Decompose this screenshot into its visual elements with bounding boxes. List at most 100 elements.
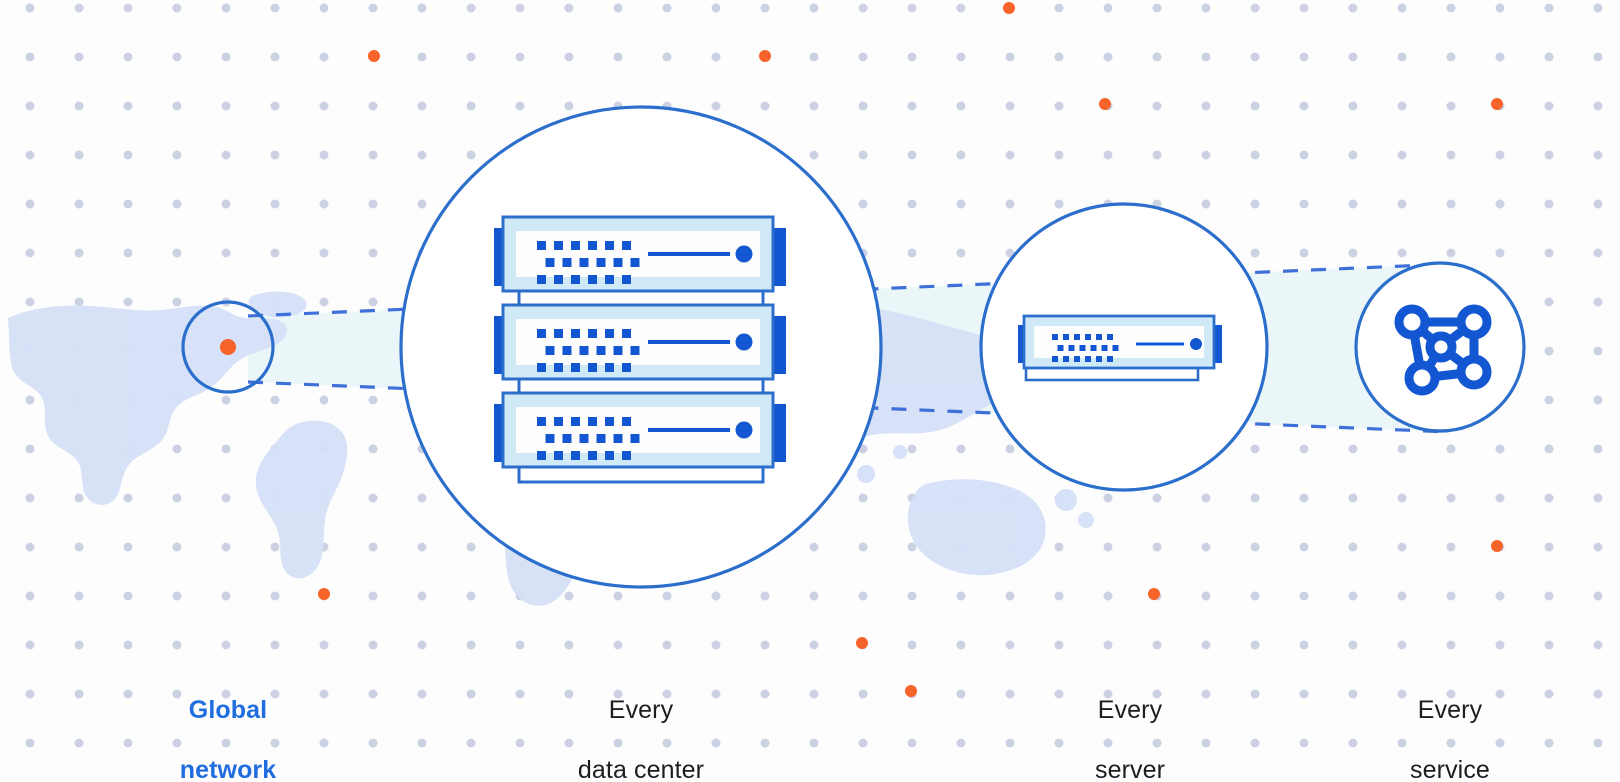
led-dot — [554, 329, 563, 338]
led-dot — [1063, 334, 1069, 340]
grid-dot-accent — [1099, 98, 1111, 110]
grid-dot — [221, 444, 231, 454]
grid-dot — [858, 738, 868, 748]
grid-dot — [515, 3, 525, 13]
grid-dot — [25, 395, 35, 405]
grid-dot — [270, 395, 280, 405]
led-dot — [596, 346, 606, 355]
grid-dot — [956, 689, 966, 699]
grid-dot — [1544, 150, 1554, 160]
grid-dot — [907, 640, 917, 650]
led-dot — [605, 329, 614, 338]
led-dot — [1068, 345, 1075, 351]
global-network-circle[interactable] — [181, 300, 275, 394]
grid-dot — [221, 591, 231, 601]
grid-dot — [1446, 689, 1456, 699]
grid-dot — [662, 591, 672, 601]
led-dot — [622, 451, 631, 460]
grid-dot — [74, 150, 84, 160]
grid-dot — [858, 150, 868, 160]
led-dot — [622, 329, 631, 338]
led-dot — [588, 363, 597, 372]
grid-dot — [1348, 591, 1358, 601]
grid-dot — [564, 640, 574, 650]
led-dot — [1090, 345, 1097, 351]
grid-dot — [1152, 689, 1162, 699]
grid-dot — [466, 52, 476, 62]
grid-dot — [1299, 199, 1309, 209]
grid-dot — [74, 3, 84, 13]
grid-dot — [1250, 738, 1260, 748]
grid-dot — [172, 640, 182, 650]
led-dot — [537, 241, 546, 250]
server-unit-3-led-matrix — [537, 417, 640, 460]
grid-dot — [907, 150, 917, 160]
grid-dot — [1446, 493, 1456, 503]
grid-dot — [1054, 199, 1064, 209]
led-dot — [605, 417, 614, 426]
grid-dot — [809, 52, 819, 62]
grid-dot — [74, 689, 84, 699]
grid-dot — [221, 199, 231, 209]
grid-dot — [172, 52, 182, 62]
grid-dot — [368, 248, 378, 258]
grid-dot — [1397, 738, 1407, 748]
stage-circle-global-network[interactable] — [181, 300, 275, 394]
grid-dot — [1299, 591, 1309, 601]
grid-dot — [270, 150, 280, 160]
grid-dot — [1152, 3, 1162, 13]
grid-dot — [907, 52, 917, 62]
grid-dot — [760, 640, 770, 650]
grid-dot — [368, 199, 378, 209]
grid-dot — [1103, 493, 1113, 503]
grid-dot — [123, 150, 133, 160]
grid-dot — [1201, 591, 1211, 601]
led-dot — [554, 275, 563, 284]
grid-dot — [1201, 150, 1211, 160]
grid-dot — [1250, 248, 1260, 258]
grid-dot-accent — [1491, 98, 1503, 110]
grid-dot — [1005, 444, 1015, 454]
caption-every-server-line1: Every — [1097, 696, 1163, 724]
grid-dot — [1593, 101, 1603, 111]
grid-dot — [1593, 493, 1603, 503]
grid-dot-accent — [1148, 588, 1160, 600]
grid-dot — [1495, 52, 1505, 62]
grid-dot — [1397, 52, 1407, 62]
grid-dot-accent — [905, 685, 917, 697]
grid-dot — [368, 101, 378, 111]
grid-dot-accent — [1003, 2, 1015, 14]
grid-dot — [123, 3, 133, 13]
grid-dot — [662, 52, 672, 62]
grid-dot — [809, 591, 819, 601]
led-dot — [588, 417, 597, 426]
led-dot — [1096, 356, 1102, 362]
grid-dot — [1446, 542, 1456, 552]
grid-dot — [1593, 640, 1603, 650]
caption-every-service-line2: service — [1410, 756, 1490, 782]
grid-dot — [74, 640, 84, 650]
grid-dot — [1593, 738, 1603, 748]
grid-dot — [1299, 689, 1309, 699]
grid-dot — [711, 52, 721, 62]
grid-dot — [1446, 150, 1456, 160]
grid-dot — [466, 640, 476, 650]
server-unit-2-status-dot — [735, 333, 753, 351]
grid-dot — [466, 3, 476, 13]
grid-dot — [1054, 3, 1064, 13]
led-dot — [571, 363, 580, 372]
grid-dot — [25, 52, 35, 62]
led-dot — [1074, 334, 1080, 340]
grid-dot — [1005, 689, 1015, 699]
server-unit-1-led-matrix — [537, 241, 640, 284]
grid-dot — [172, 199, 182, 209]
grid-dot — [1593, 3, 1603, 13]
grid-dot — [1593, 542, 1603, 552]
grid-dot — [1397, 150, 1407, 160]
grid-dot — [809, 640, 819, 650]
led-dot — [630, 434, 640, 443]
led-dot — [588, 451, 597, 460]
grid-dot — [613, 52, 623, 62]
grid-dot — [1397, 493, 1407, 503]
grid-dot — [1446, 248, 1456, 258]
